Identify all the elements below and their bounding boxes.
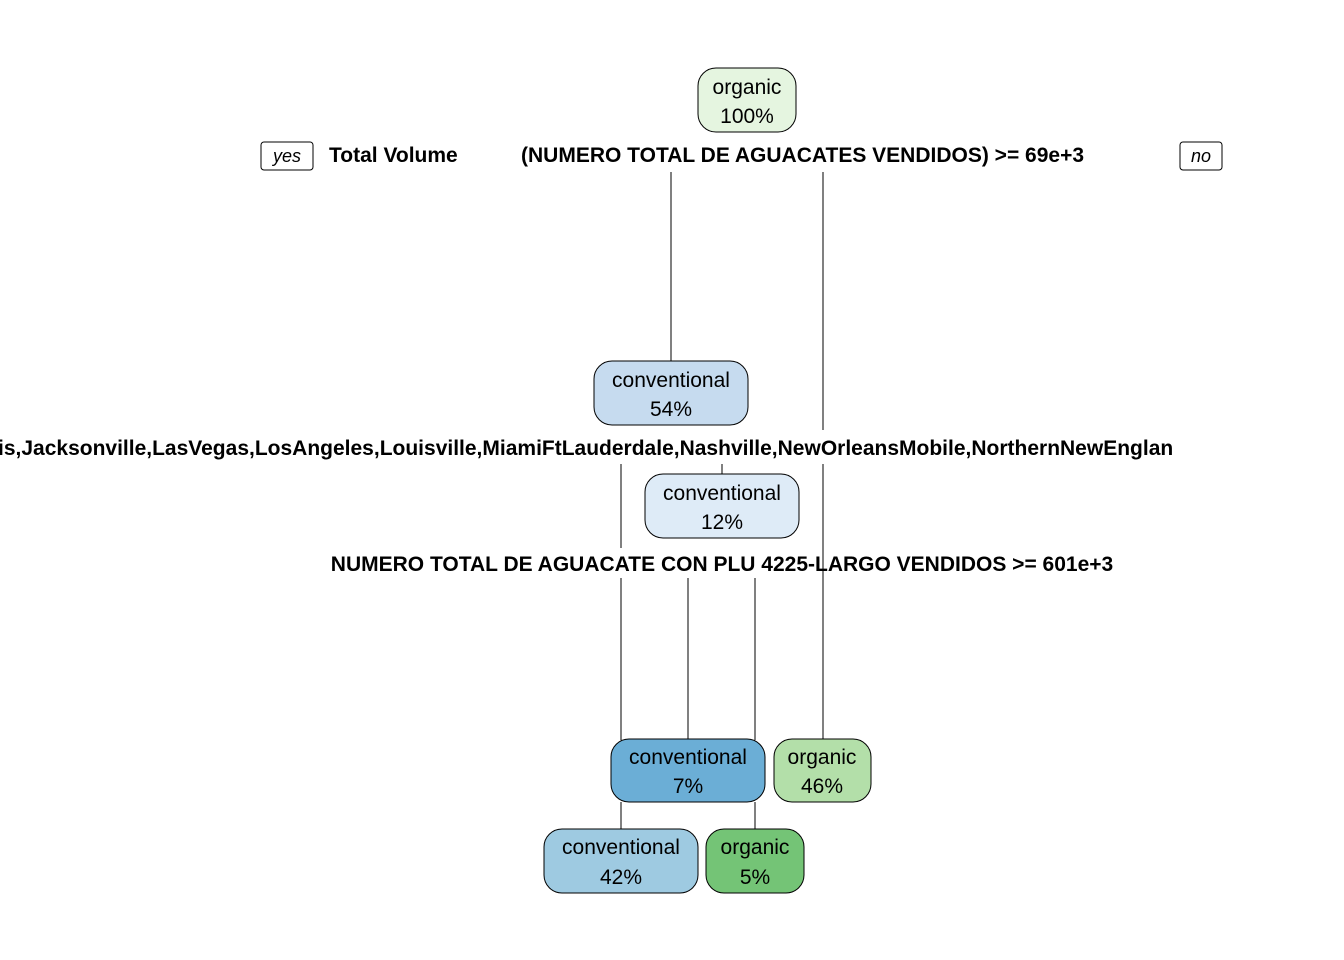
node-n3-class: organic — [788, 746, 857, 769]
node-n2-class: conventional — [612, 369, 730, 392]
node-n11: organic 5% — [705, 828, 805, 894]
node-root-class: organic — [713, 76, 782, 99]
node-root-box — [697, 67, 797, 133]
yes-label-box — [260, 141, 314, 171]
node-root-percent: 100% — [720, 105, 774, 128]
n2-split-condition: is,Jacksonville,LasVegas,LosAngeles,Loui… — [0, 437, 1173, 460]
node-n11-box — [705, 828, 805, 894]
node-n11-class: organic — [721, 836, 790, 859]
no-label: no — [1191, 146, 1211, 166]
node-n3-percent: 46% — [801, 775, 843, 798]
node-n10-box — [610, 738, 766, 803]
node-n10-class: conventional — [629, 746, 747, 769]
root-split-variable: Total Volume — [329, 144, 458, 167]
node-n10: conventional 7% — [610, 738, 766, 803]
node-n4-class: conventional — [562, 836, 680, 859]
node-n5-box — [644, 473, 800, 539]
node-n4: conventional 42% — [543, 828, 699, 894]
no-label-box — [1179, 141, 1223, 171]
node-n4-percent: 42% — [600, 866, 642, 889]
n5-split-condition: NUMERO TOTAL DE AGUACATE CON PLU 4225-LA… — [331, 553, 1113, 576]
node-n10-percent: 7% — [673, 775, 703, 798]
node-n2-box — [593, 360, 749, 426]
tree-edges — [620, 172, 824, 829]
node-n5-percent: 12% — [701, 511, 743, 534]
node-n4-box — [543, 828, 699, 894]
root-split-condition: (NUMERO TOTAL DE AGUACATES VENDIDOS) >= … — [521, 144, 1084, 167]
node-n3: organic 46% — [773, 738, 872, 803]
root-split: yes Total Volume (NUMERO TOTAL DE AGUACA… — [260, 141, 1223, 171]
node-n2: conventional 54% — [593, 360, 749, 426]
node-n5-class: conventional — [663, 482, 781, 505]
node-n2-percent: 54% — [650, 398, 692, 421]
node-n5: conventional 12% — [644, 473, 800, 539]
node-n3-box — [773, 738, 872, 803]
yes-label: yes — [271, 146, 301, 166]
node-root: organic 100% — [697, 67, 797, 133]
node-n11-percent: 5% — [740, 866, 770, 889]
